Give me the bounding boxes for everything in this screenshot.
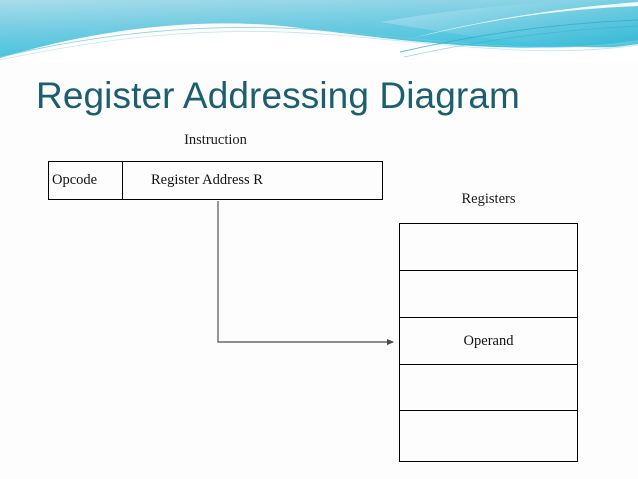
register-row <box>400 411 577 461</box>
instruction-label: Instruction <box>184 132 247 148</box>
register-address-text: Register Address R <box>151 172 263 188</box>
opcode-text: Opcode <box>52 172 98 188</box>
page-title: Register Addressing Diagram <box>36 75 520 116</box>
header-wave-band <box>0 0 638 62</box>
instruction-register-address-cell: Register Address R <box>123 162 382 199</box>
registers-table: Operand <box>399 223 578 462</box>
instruction-opcode-cell: Opcode <box>49 162 123 199</box>
register-row <box>400 224 577 271</box>
register-row-operand: Operand <box>400 318 577 365</box>
operand-text: Operand <box>463 332 514 349</box>
registers-label: Registers <box>461 191 516 207</box>
instruction-box: Opcode Register Address R <box>48 161 383 200</box>
register-row <box>400 271 577 319</box>
register-row <box>400 365 577 412</box>
